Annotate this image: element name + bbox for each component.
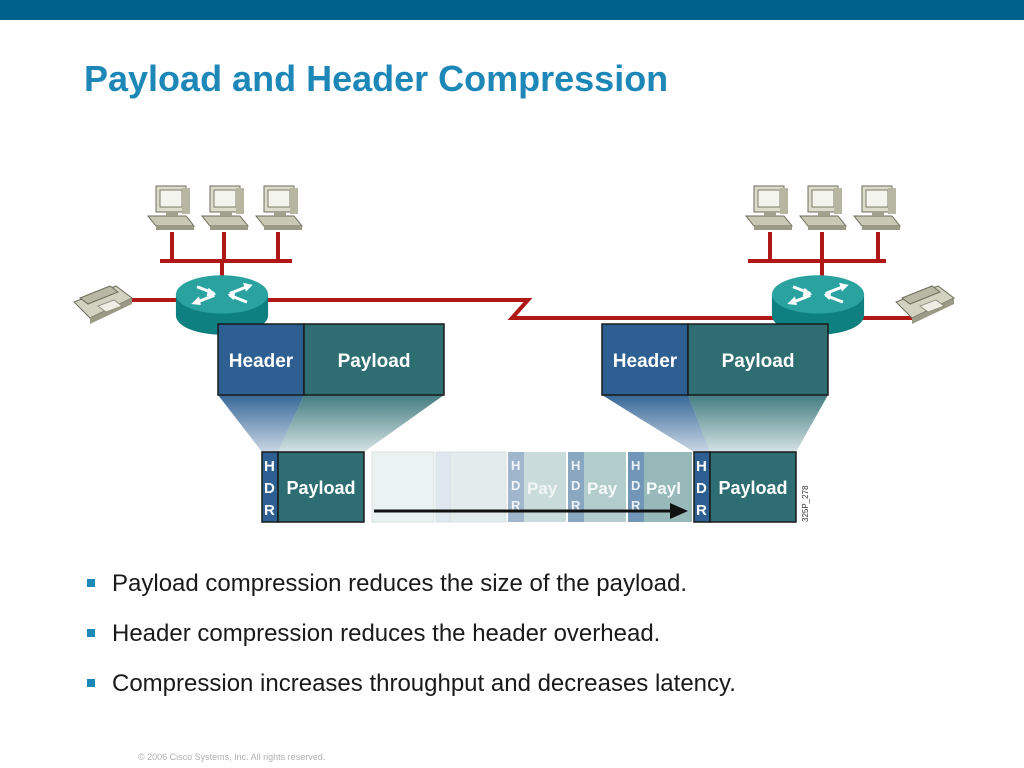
original-packet-left: Header Payload xyxy=(217,323,445,396)
left-lan xyxy=(160,232,292,285)
payload-label: Payload xyxy=(722,351,795,372)
ghost-payload-label: Pay xyxy=(587,479,618,498)
compressed-packet-right: H D R Payload xyxy=(693,451,797,523)
hdr-letter: D xyxy=(264,480,275,497)
copyright-notice: © 2006 Cisco Systems, Inc. All rights re… xyxy=(138,752,326,762)
compressed-packet-left: H D R Payload xyxy=(261,451,365,523)
top-brand-bar xyxy=(0,0,1024,20)
header-label: Header xyxy=(229,351,294,372)
ghost-payload-label: Payl xyxy=(646,479,681,498)
compression-diagram: Header Payload Header Payload HDR HDR HD… xyxy=(73,185,955,523)
right-lan xyxy=(748,232,886,285)
pc-icon xyxy=(853,185,901,231)
bullet-item: Payload compression reduces the size of … xyxy=(86,567,736,617)
pc-icon xyxy=(147,185,195,231)
bullet-text: Compression increases throughput and dec… xyxy=(112,670,736,697)
square-bullet-icon xyxy=(87,579,95,587)
payload-label: Payload xyxy=(338,351,411,372)
slide-title: Payload and Header Compression xyxy=(84,58,669,99)
svg-text:H: H xyxy=(571,458,580,473)
figure-id: 325P_278 xyxy=(801,485,810,522)
svg-text:R: R xyxy=(571,498,581,513)
bullet-text: Payload compression reduces the size of … xyxy=(112,570,688,597)
svg-text:D: D xyxy=(511,478,520,493)
payload-label: Payload xyxy=(286,478,355,498)
pc-icon xyxy=(255,185,303,231)
header-label: Header xyxy=(613,351,678,372)
hdr-letter: H xyxy=(696,458,707,475)
bullet-item: Compression increases throughput and dec… xyxy=(86,667,736,717)
payload-label: Payload xyxy=(718,478,787,498)
svg-text:D: D xyxy=(571,478,580,493)
pc-icon xyxy=(201,185,249,231)
square-bullet-icon xyxy=(87,629,95,637)
payload-beam-right xyxy=(688,395,828,452)
hdr-letter: H xyxy=(264,458,275,475)
svg-text:R: R xyxy=(631,498,641,513)
bullet-text: Header compression reduces the header ov… xyxy=(112,620,661,647)
svg-text:H: H xyxy=(631,458,640,473)
hdr-letter: D xyxy=(696,480,707,497)
pc-icon xyxy=(745,185,793,231)
bullet-item: Header compression reduces the header ov… xyxy=(86,617,736,667)
header-beam-right xyxy=(602,395,710,452)
payload-block xyxy=(303,323,445,396)
payload-block xyxy=(277,451,365,523)
payload-block xyxy=(687,323,829,396)
original-packet-right: Header Payload xyxy=(601,323,829,396)
ghost-payload-label: Pay xyxy=(527,479,558,498)
svg-text:H: H xyxy=(511,458,520,473)
payload-block xyxy=(709,451,797,523)
transfer-arrow xyxy=(374,503,688,519)
svg-text:D: D xyxy=(631,478,640,493)
bullet-list: Payload compression reduces the size of … xyxy=(86,567,736,717)
header-beam-left xyxy=(218,395,304,452)
pc-icon xyxy=(799,185,847,231)
payload-beam-left xyxy=(278,395,444,452)
hdr-letter: R xyxy=(696,502,707,519)
hdr-letter: R xyxy=(264,502,275,519)
square-bullet-icon xyxy=(87,679,95,687)
wan-link xyxy=(132,298,920,320)
phone-icon xyxy=(73,285,133,324)
svg-text:R: R xyxy=(511,498,521,513)
